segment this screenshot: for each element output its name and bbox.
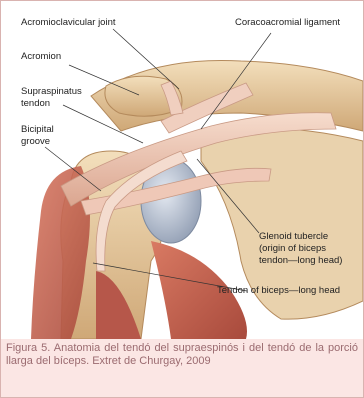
- label-supraspinatus-line1: Supraspinatus: [21, 86, 82, 97]
- label-biceps-tendon: Tendon of biceps—long head: [217, 285, 340, 296]
- label-supraspinatus-line2: tendon: [21, 98, 50, 109]
- label-coracoacromial-ligament: Coracoacromial ligament: [235, 17, 340, 28]
- label-glenoid-line1: Glenoid tubercle: [259, 231, 328, 242]
- label-acromioclavicular-joint: Acromioclavicular joint: [21, 17, 116, 28]
- shoulder-anatomy-illustration: Acromioclavicular joint Coracoacromial l…: [1, 1, 363, 339]
- label-glenoid-line3: tendon—long head): [259, 255, 342, 266]
- label-glenoid-line2: (origin of biceps: [259, 243, 326, 254]
- figure-caption: Figura 5. Anatomia del tendó del supraes…: [6, 342, 358, 368]
- label-acromion: Acromion: [21, 51, 61, 62]
- label-bicipital-line2: groove: [21, 136, 50, 147]
- label-bicipital-line1: Bicipital: [21, 124, 54, 135]
